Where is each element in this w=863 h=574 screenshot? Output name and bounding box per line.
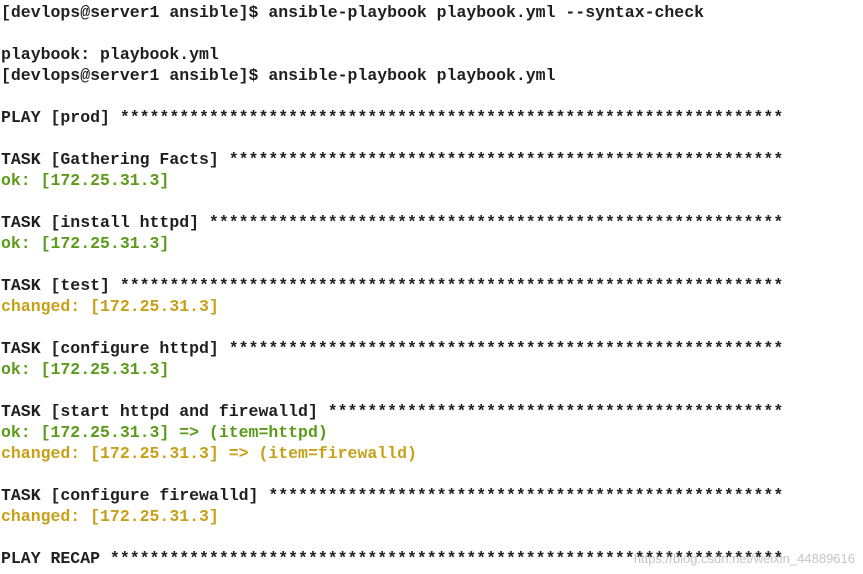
terminal-line-changed: changed: [172.25.31.3]	[1, 297, 219, 316]
terminal-line-ok: ok: [172.25.31.3]	[1, 171, 170, 190]
terminal-line: [devlops@server1 ansible]$ ansible-playb…	[1, 66, 556, 85]
terminal-line-changed: changed: [172.25.31.3]	[1, 507, 219, 526]
terminal-line	[1, 191, 863, 212]
terminal-line-ok: ok: [172.25.31.3] => (item=httpd)	[1, 423, 328, 442]
terminal-line	[1, 527, 863, 548]
terminal-line: playbook: playbook.yml	[1, 45, 219, 64]
terminal-line	[1, 254, 863, 275]
terminal-line: TASK [Gathering Facts] *****************…	[1, 150, 784, 169]
terminal-line	[1, 23, 863, 44]
terminal-line: TASK [start httpd and firewalld] *******…	[1, 402, 784, 421]
terminal-line: TASK [test] ****************************…	[1, 276, 784, 295]
terminal-line: [devlops@server1 ansible]$ ansible-playb…	[1, 3, 705, 22]
terminal-line	[1, 317, 863, 338]
terminal-line-ok: ok: [172.25.31.3]	[1, 234, 170, 253]
terminal-line: TASK [configure firewalld] *************…	[1, 486, 784, 505]
terminal-line: PLAY [prod] ****************************…	[1, 108, 784, 127]
terminal-line	[1, 128, 863, 149]
terminal-line	[1, 464, 863, 485]
watermark-text: https://blog.csdn.net/weixin_44889616	[633, 551, 855, 566]
terminal-line-changed: changed: [172.25.31.3] => (item=firewall…	[1, 444, 417, 463]
terminal-line-ok: ok: [172.25.31.3]	[1, 360, 170, 379]
terminal-line: TASK [install httpd] *******************…	[1, 213, 784, 232]
terminal-line	[1, 380, 863, 401]
terminal-line: PLAY RECAP *****************************…	[1, 549, 784, 568]
terminal-line	[1, 86, 863, 107]
terminal-line: TASK [configure httpd] *****************…	[1, 339, 784, 358]
